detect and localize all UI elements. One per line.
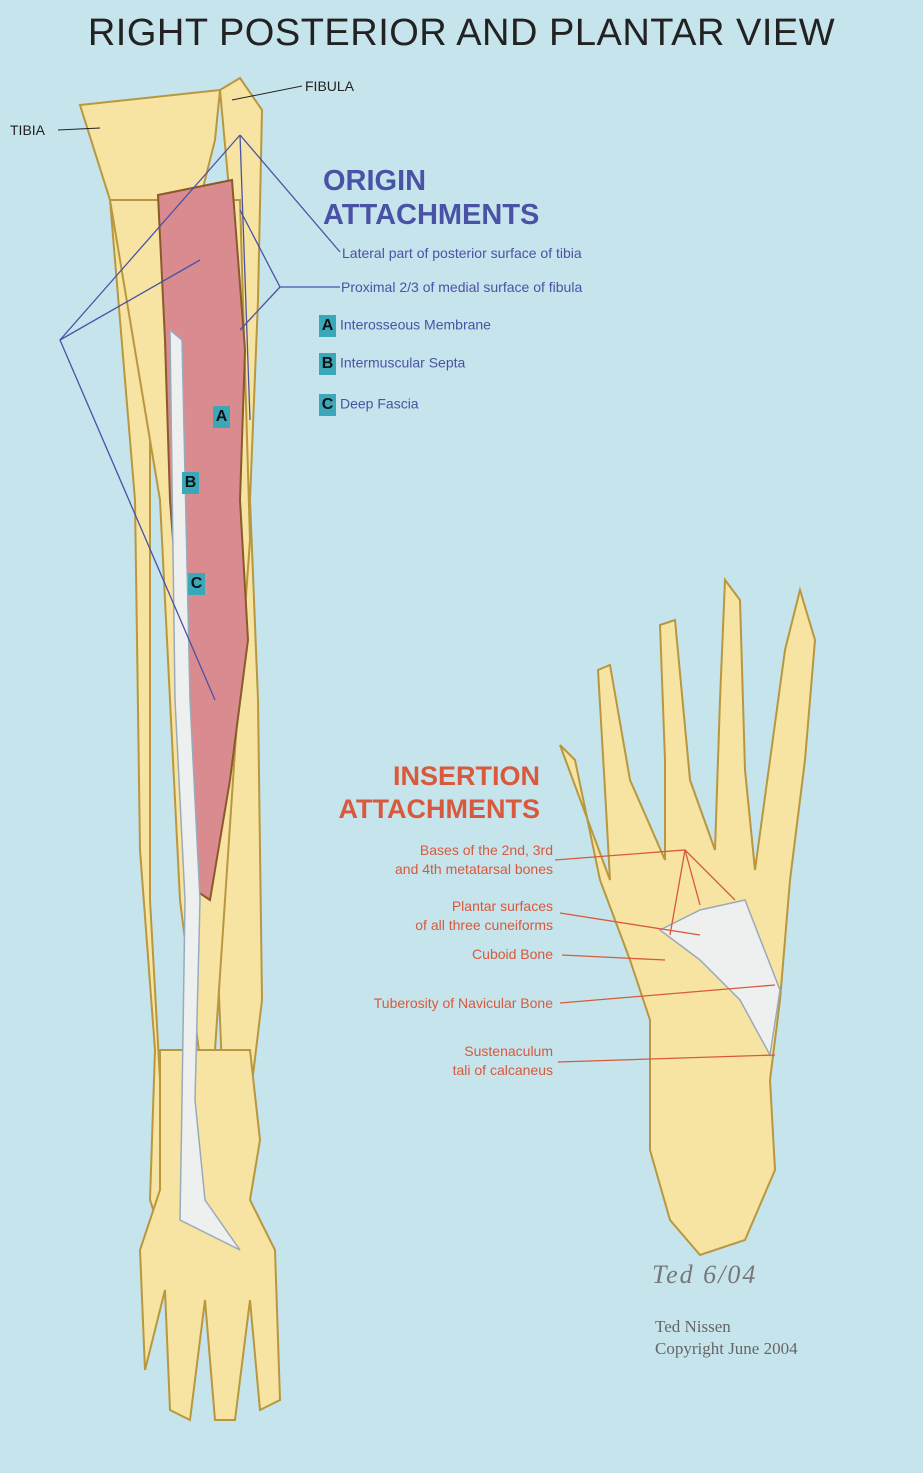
insertion-item: Bases of the 2nd, 3rd and 4th metatarsal …	[300, 841, 553, 879]
line1: Sustenaculum	[464, 1043, 553, 1059]
insertion-heading-line2: ATTACHMENTS	[338, 794, 540, 824]
line2: of all three cuneiforms	[415, 917, 553, 933]
diagram-marker-a: A	[213, 406, 230, 428]
tibia-label: TIBIA	[10, 122, 46, 138]
badge-letter: B	[319, 353, 336, 375]
signature-mark: Ted 6/04	[652, 1260, 758, 1289]
bone-label-lines	[57, 85, 303, 131]
line2: and 4th metatarsal bones	[395, 861, 553, 877]
origin-item: Proximal 2/3 of medial surface of fibula	[341, 279, 583, 295]
foot-drawing	[559, 577, 817, 1257]
diagram-marker-c: C	[188, 573, 205, 595]
lettered-label: Deep Fascia	[340, 395, 419, 412]
lettered-label: Interosseous Membrane	[340, 316, 491, 333]
page-title: RIGHT POSTERIOR AND PLANTAR VIEW	[87, 12, 836, 54]
diagram-marker-b: B	[182, 472, 199, 494]
origin-heading: ORIGIN ATTACHMENTS	[323, 164, 539, 232]
origin-leader-lines	[59, 134, 341, 701]
insertion-item: Cuboid Bone	[472, 946, 553, 962]
copyright: Copyright June 2004	[655, 1339, 798, 1358]
insertion-heading: INSERTION ATTACHMENTS	[280, 760, 540, 826]
origin-heading-line2: ATTACHMENTS	[323, 199, 540, 231]
fibula-label: FIBULA	[305, 78, 355, 94]
origin-item: Lateral part of posterior surface of tib…	[342, 245, 582, 261]
insertion-tendons	[658, 899, 781, 1058]
badge-letter: C	[319, 394, 336, 416]
insertion-leader-lines	[554, 849, 776, 1063]
line2: tali of calcaneus	[452, 1062, 553, 1078]
line1: Plantar surfaces	[451, 898, 553, 914]
leg-drawing	[78, 76, 282, 1422]
insertion-item: Plantar surfaces of all three cuneiforms	[300, 897, 553, 935]
insertion-item: Sustenaculum tali of calcaneus	[300, 1042, 553, 1080]
insertion-heading-line1: INSERTION	[392, 761, 540, 791]
badge-letter: A	[319, 315, 336, 337]
lettered-label: Intermuscular Septa	[340, 354, 466, 371]
line1: Bases of the 2nd, 3rd	[419, 842, 553, 858]
origin-heading-line1: ORIGIN	[323, 165, 427, 197]
author-name: Ted Nissen	[655, 1317, 731, 1336]
signature-block: Ted Nissen Copyright June 2004	[655, 1316, 798, 1360]
insertion-item: Tuberosity of Navicular Bone	[373, 995, 553, 1011]
